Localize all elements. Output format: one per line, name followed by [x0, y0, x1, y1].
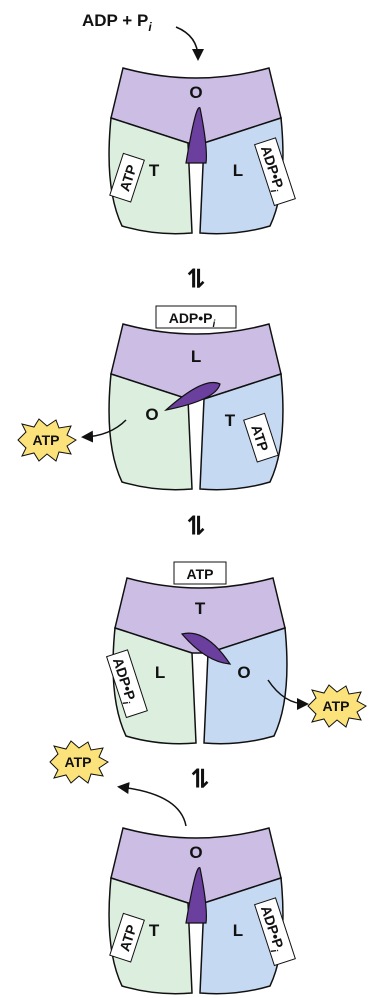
atp-released-label: ATP	[323, 698, 350, 714]
adp-pi-tag-top: ADP•Pi	[169, 310, 216, 330]
adp-pi-input-label: ADP + Pi	[82, 11, 152, 34]
gamma-shaft	[185, 107, 207, 164]
enzyme-stage-2: ADP•Pi L O T ATP	[108, 305, 284, 491]
subunit-label-top: O	[189, 843, 202, 862]
release-arrow-3	[267, 679, 309, 710]
atp-burst-released-2: ATP	[17, 418, 77, 462]
subunit-label-right: T	[225, 411, 236, 430]
subunit-label-top: L	[191, 347, 201, 366]
subunit-left-tight	[108, 876, 193, 995]
subunit-label-left: T	[149, 161, 160, 180]
subunit-left-open	[108, 372, 193, 491]
atp-burst-released-3: ATP	[307, 684, 367, 728]
atp-released-label: ATP	[65, 754, 92, 770]
atp-tag-top: ATP	[187, 566, 214, 582]
gamma-shaft	[180, 632, 232, 665]
enzyme-stage-1: O T L ATP ADP•Pi	[108, 67, 296, 235]
subunit-label-right: O	[237, 663, 250, 682]
subunit-label-right: L	[233, 161, 243, 180]
atp-burst-released-4: ATP	[49, 740, 109, 784]
subunit-label-top: T	[195, 599, 206, 618]
subunit-label-left: O	[145, 405, 158, 424]
input-arrow	[175, 26, 204, 61]
release-arrow-4	[117, 782, 187, 827]
atp-tag-left: ATP	[116, 163, 140, 194]
gamma-shaft	[185, 867, 207, 924]
equilibrium-arrow-3: ⇌	[186, 767, 216, 789]
subunit-label-top: O	[189, 83, 202, 102]
atp-released-label: ATP	[33, 432, 60, 448]
release-arrow-2	[81, 419, 127, 443]
gamma-shaft	[163, 381, 221, 412]
atp-tag-right: ATP	[248, 423, 272, 454]
equilibrium-arrow-1: ⇌	[182, 267, 212, 289]
subunit-label-left: T	[149, 921, 160, 940]
enzyme-stage-4: O T L ATP ADP•Pi	[108, 827, 296, 995]
atp-tag-left: ATP	[116, 923, 140, 954]
subunit-left-tight	[108, 116, 193, 235]
subunit-label-left: L	[155, 663, 165, 682]
subunit-label-right: L	[233, 921, 243, 940]
equilibrium-arrow-2: ⇌	[182, 514, 212, 536]
enzyme-stage-3: ATP T L O ADP•Pi	[105, 561, 288, 745]
